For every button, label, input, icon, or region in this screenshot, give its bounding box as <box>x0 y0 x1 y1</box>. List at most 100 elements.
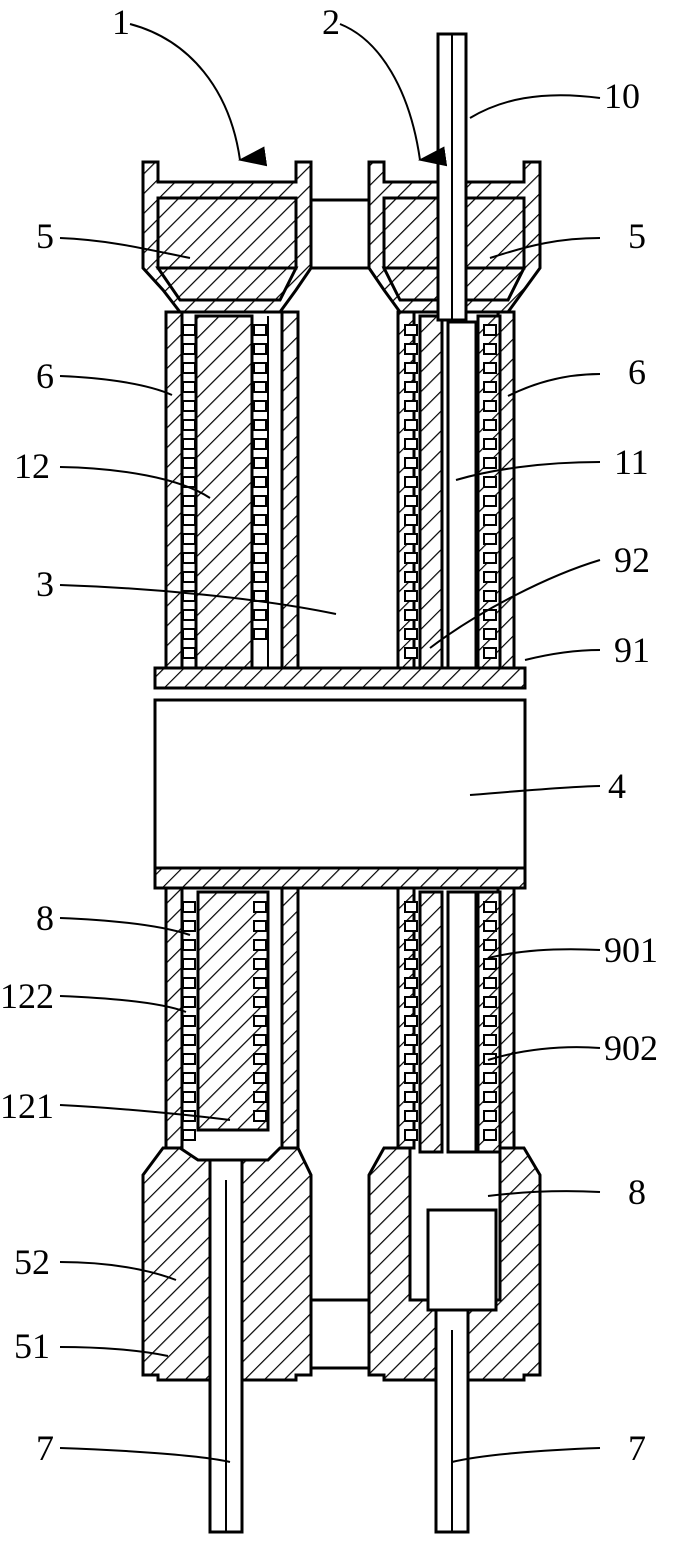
label-10: 10 <box>604 76 640 116</box>
thread-tooth-84 <box>253 901 267 913</box>
thread-tooth-86 <box>253 939 267 951</box>
top-bridge <box>309 198 371 270</box>
left-core-121 <box>196 890 270 1132</box>
thread-tooth-97 <box>404 920 418 932</box>
thread-tooth-72 <box>182 920 196 932</box>
thread-tooth-93 <box>253 1072 267 1084</box>
thread-tooth-79 <box>182 1053 196 1065</box>
thread-tooth-113 <box>483 977 497 989</box>
left-core-12 <box>194 314 254 670</box>
thread-tooth-45 <box>404 514 418 526</box>
thread-tooth-91 <box>253 1034 267 1046</box>
thread-tooth-87 <box>253 958 267 970</box>
thread-tooth-2 <box>182 362 196 374</box>
label-3: 3 <box>36 564 54 604</box>
thread-tooth-78 <box>182 1034 196 1046</box>
label-7-left: 7 <box>36 1428 54 1468</box>
thread-tooth-62 <box>483 495 497 507</box>
thread-tooth-68 <box>483 609 497 621</box>
thread-tooth-51 <box>404 628 418 640</box>
label-6-left: 6 <box>36 356 54 396</box>
thread-tooth-34 <box>253 628 267 640</box>
thread-tooth-37 <box>404 362 418 374</box>
thread-tooth-67 <box>483 590 497 602</box>
thread-tooth-56 <box>483 381 497 393</box>
thread-tooth-14 <box>182 590 196 602</box>
thread-tooth-9 <box>182 495 196 507</box>
thread-tooth-121 <box>483 1129 497 1141</box>
thread-tooth-112 <box>483 958 497 970</box>
thread-tooth-98 <box>404 939 418 951</box>
thread-tooth-39 <box>404 400 418 412</box>
thread-teeth <box>182 324 497 1141</box>
thread-tooth-41 <box>404 438 418 450</box>
thread-tooth-60 <box>483 457 497 469</box>
thread-tooth-30 <box>253 552 267 564</box>
label-11: 11 <box>614 442 649 482</box>
thread-tooth-63 <box>483 514 497 526</box>
thread-tooth-90 <box>253 1015 267 1027</box>
thread-tooth-104 <box>404 1053 418 1065</box>
thread-tooth-4 <box>182 400 196 412</box>
label-5-left: 5 <box>36 216 54 256</box>
left-outer-wall-l <box>164 310 184 670</box>
thread-tooth-70 <box>483 647 497 659</box>
label-6-right: 6 <box>628 352 646 392</box>
thread-tooth-44 <box>404 495 418 507</box>
thread-tooth-15 <box>182 609 196 621</box>
thread-tooth-21 <box>253 381 267 393</box>
thread-tooth-57 <box>483 400 497 412</box>
thread-tooth-40 <box>404 419 418 431</box>
thread-tooth-114 <box>483 996 497 1008</box>
label-8-right: 8 <box>628 1172 646 1212</box>
label-8-left: 8 <box>36 898 54 938</box>
thread-tooth-66 <box>483 571 497 583</box>
thread-tooth-6 <box>182 438 196 450</box>
thread-tooth-19 <box>253 343 267 355</box>
thread-tooth-16 <box>182 628 196 640</box>
thread-tooth-3 <box>182 381 196 393</box>
thread-tooth-53 <box>483 324 497 336</box>
thread-tooth-33 <box>253 609 267 621</box>
central-body-4 <box>153 666 527 890</box>
label-5-right: 5 <box>628 216 646 256</box>
thread-tooth-111 <box>483 939 497 951</box>
thread-tooth-50 <box>404 609 418 621</box>
thread-tooth-103 <box>404 1034 418 1046</box>
thread-tooth-80 <box>182 1072 196 1084</box>
thread-tooth-31 <box>253 571 267 583</box>
thread-tooth-59 <box>483 438 497 450</box>
right-channel-11 <box>446 320 478 670</box>
thread-tooth-11 <box>182 533 196 545</box>
left-lower-assembly <box>141 886 313 1534</box>
thread-tooth-120 <box>483 1110 497 1122</box>
thread-tooth-76 <box>182 996 196 1008</box>
thread-tooth-100 <box>404 977 418 989</box>
thread-tooth-27 <box>253 495 267 507</box>
thread-tooth-35 <box>404 324 418 336</box>
thread-tooth-65 <box>483 552 497 564</box>
label-121: 121 <box>0 1086 54 1126</box>
thread-tooth-88 <box>253 977 267 989</box>
thread-tooth-5 <box>182 419 196 431</box>
label-902: 902 <box>604 1028 658 1068</box>
label-4: 4 <box>608 766 626 806</box>
thread-tooth-49 <box>404 590 418 602</box>
leader-lines <box>59 23 601 1463</box>
thread-tooth-83 <box>182 1129 196 1141</box>
label-7-right: 7 <box>628 1428 646 1468</box>
thread-tooth-92 <box>253 1053 267 1065</box>
thread-tooth-7 <box>182 457 196 469</box>
thread-tooth-29 <box>253 533 267 545</box>
thread-tooth-118 <box>483 1072 497 1084</box>
thread-tooth-23 <box>253 419 267 431</box>
thread-tooth-74 <box>182 958 196 970</box>
thread-tooth-43 <box>404 476 418 488</box>
thread-tooth-13 <box>182 571 196 583</box>
thread-tooth-58 <box>483 419 497 431</box>
thread-tooth-38 <box>404 381 418 393</box>
thread-tooth-47 <box>404 552 418 564</box>
thread-tooth-85 <box>253 920 267 932</box>
thread-tooth-96 <box>404 901 418 913</box>
label-52: 52 <box>14 1242 50 1282</box>
